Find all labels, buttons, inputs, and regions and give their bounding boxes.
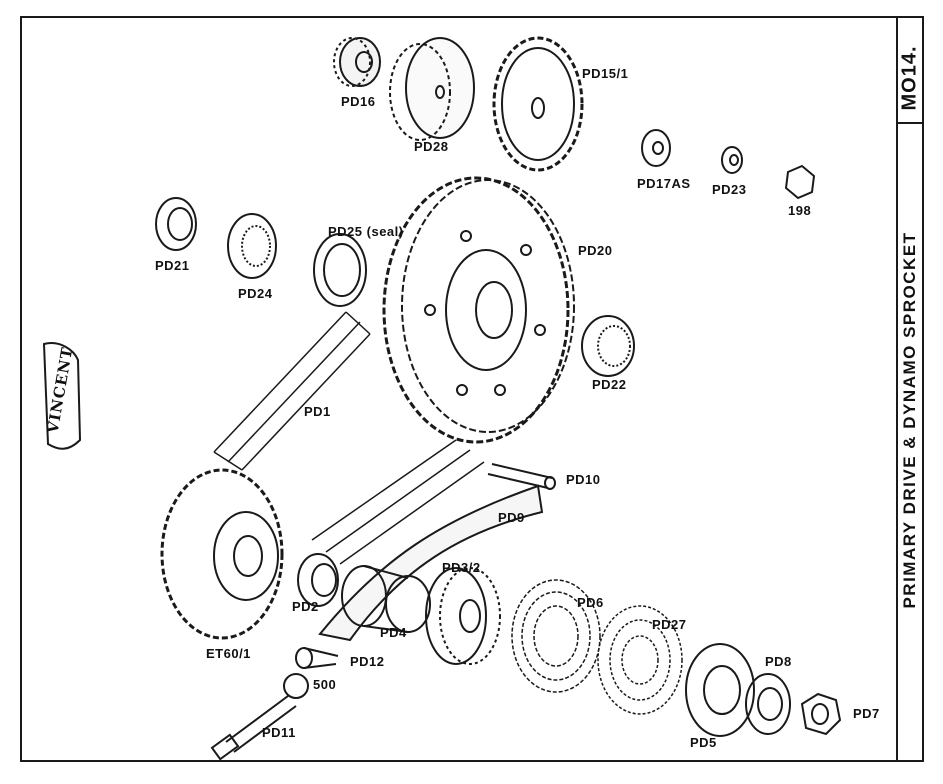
part-pd3-2-shape <box>425 567 501 665</box>
label-pd6: PD6 <box>577 595 604 610</box>
part-pd21-shape <box>155 197 197 251</box>
label-pd11: PD11 <box>262 725 296 740</box>
label-500: 500 <box>313 677 337 692</box>
label-198: 198 <box>788 203 812 218</box>
drawing-frame <box>20 16 924 762</box>
part-pd23-shape <box>721 146 743 174</box>
part-500-shape <box>283 673 309 699</box>
part-pd28-shape <box>389 37 475 141</box>
label-pd1: PD1 <box>304 404 331 419</box>
part-pd25-shape <box>313 233 367 307</box>
label-pd3-2: PD3/2 <box>442 560 481 575</box>
label-pd12: PD12 <box>350 654 385 669</box>
part-pd9-shape <box>318 484 544 642</box>
part-pd8-shape <box>745 673 791 735</box>
part-pd4-shape <box>341 565 431 633</box>
label-pd9: PD9 <box>498 510 525 525</box>
part-pd15-1-shape <box>492 36 584 172</box>
label-pd2: PD2 <box>292 599 319 614</box>
part-pd1-lower-shape <box>311 439 485 565</box>
title-divider <box>896 122 924 124</box>
label-et60-1: ET60/1 <box>206 646 251 661</box>
part-pd11-shape <box>210 695 297 761</box>
part-pd20-shape <box>382 176 575 444</box>
part-pd12-shape <box>295 647 339 669</box>
label-pd16: PD16 <box>341 94 376 109</box>
label-pd21: PD21 <box>155 258 190 273</box>
part-pd27-shape <box>597 605 683 715</box>
label-pd25-seal: PD25 (seal) <box>328 224 404 239</box>
label-pd24: PD24 <box>238 286 273 301</box>
label-pd5: PD5 <box>690 735 717 750</box>
part-pd24-shape <box>227 213 277 279</box>
label-pd27: PD27 <box>652 617 687 632</box>
label-pd17as: PD17AS <box>637 176 691 191</box>
label-pd23: PD23 <box>712 182 747 197</box>
label-pd10: PD10 <box>566 472 601 487</box>
vincent-scroll-shape <box>42 342 82 450</box>
part-pd7-shape <box>800 692 842 736</box>
part-pd16-shape <box>333 37 381 87</box>
label-pd20: PD20 <box>578 243 613 258</box>
part-pd1-shape <box>213 311 371 471</box>
part-pd10-shape <box>487 463 556 490</box>
label-pd28: PD28 <box>414 139 449 154</box>
label-pd15-1: PD15/1 <box>582 66 629 81</box>
label-pd4: PD4 <box>380 625 407 640</box>
part-pd17as-shape <box>641 129 671 167</box>
part-198-shape <box>784 164 816 200</box>
part-et60-1-shape <box>160 468 284 640</box>
part-pd2-shape <box>297 553 339 607</box>
label-pd7: PD7 <box>853 706 880 721</box>
label-pd8: PD8 <box>765 654 792 669</box>
part-pd5-shape <box>685 643 755 737</box>
title-column <box>896 16 924 762</box>
label-pd22: PD22 <box>592 377 627 392</box>
part-pd6-shape <box>511 579 601 693</box>
part-pd22-shape <box>581 315 635 377</box>
